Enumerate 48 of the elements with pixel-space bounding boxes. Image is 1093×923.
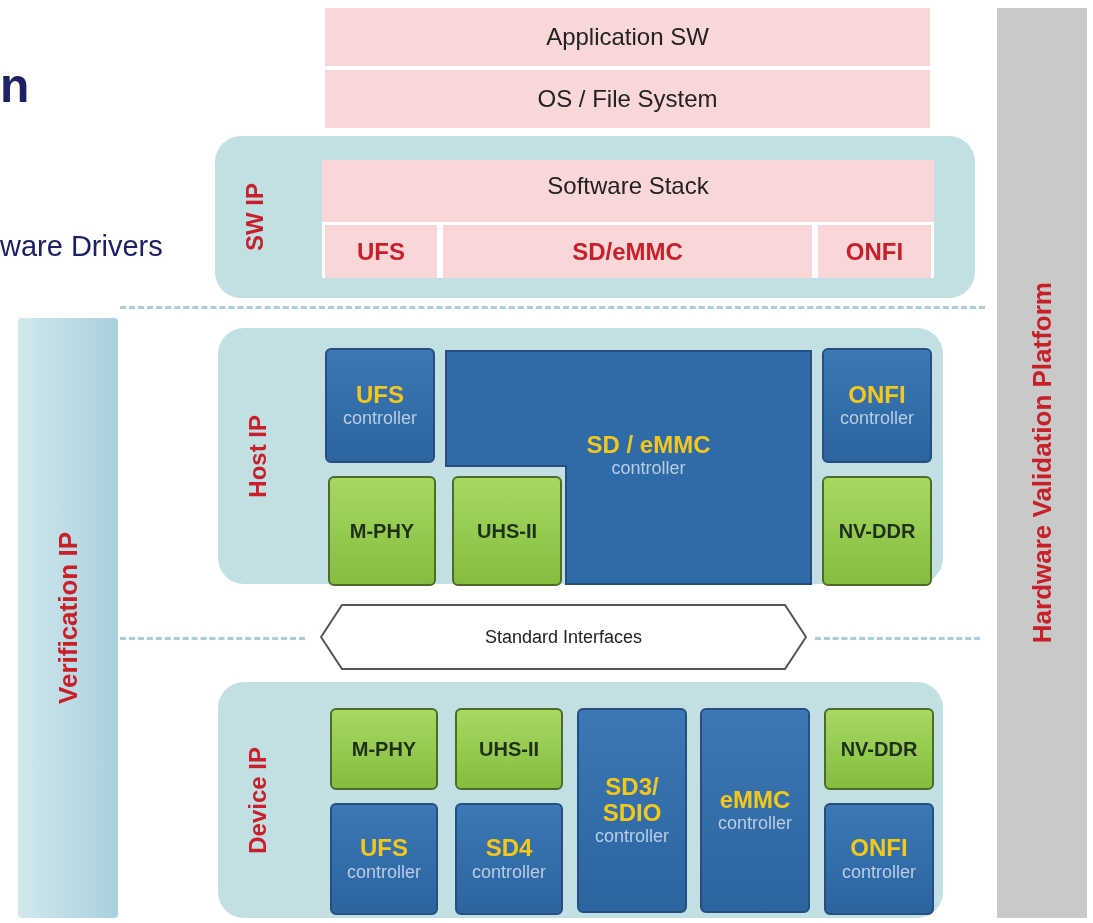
block-subtitle: controller: [347, 861, 421, 883]
controller-block: [445, 350, 812, 585]
block-subtitle: controller: [718, 813, 792, 835]
block-title: UFS: [356, 381, 404, 409]
driver-box: SD/eMMC: [440, 222, 815, 278]
block-title: ONFI: [848, 381, 906, 409]
stack-heading: Software Stack: [547, 172, 709, 200]
phy-block: NV-DDR: [822, 476, 932, 586]
block-subtitle: controller: [472, 861, 546, 883]
block-subtitle: controller: [840, 408, 914, 430]
block-title: UFS: [360, 835, 408, 862]
driver-box: UFS: [322, 222, 440, 278]
controller-block: [325, 348, 435, 463]
platform-bar: Hardware Validation Platform: [997, 8, 1087, 918]
controller-block: [824, 803, 934, 915]
phy-block: M-PHY: [328, 476, 436, 586]
driver-box: ONFI: [815, 222, 934, 278]
panel-title: SW IP: [241, 183, 269, 251]
phy-block: UHS-II: [455, 708, 563, 790]
double-arrow-shape: Standard Interfaces: [320, 604, 807, 670]
block-subtitle: controller: [611, 458, 686, 480]
phy-block: NV-DDR: [824, 708, 934, 790]
block-subtitle: controller: [343, 408, 417, 430]
ip-panel: [218, 328, 943, 584]
ip-panel: [215, 136, 975, 298]
phy-block: M-PHY: [330, 708, 438, 790]
side-bar: Verification IP: [18, 318, 118, 918]
controller-block: [700, 708, 810, 913]
controller-block: [822, 348, 932, 463]
layer-box: Application SW: [325, 8, 930, 66]
panel-title: Host IP: [244, 414, 272, 498]
panel-title: Device IP: [244, 746, 272, 854]
controller-block: [330, 803, 438, 915]
controller-block: [577, 708, 687, 913]
ip-panel: [218, 682, 943, 918]
block-title: SD / eMMC: [586, 432, 711, 459]
block-title: SD4: [485, 835, 533, 862]
block-title: ONFI: [850, 835, 908, 862]
heading-fragment: n: [0, 58, 30, 113]
text-fragment: ware Drivers: [0, 230, 163, 263]
block-title: eMMC: [719, 786, 791, 814]
layer-box: OS / File System: [325, 70, 930, 128]
phy-block: UHS-II: [452, 476, 562, 586]
block-subtitle: controller: [842, 861, 916, 883]
controller-block: [455, 803, 563, 915]
software-stack-box: [322, 160, 934, 278]
block-title: SD3/ SDIO: [601, 773, 663, 827]
block-subtitle: controller: [595, 826, 669, 848]
